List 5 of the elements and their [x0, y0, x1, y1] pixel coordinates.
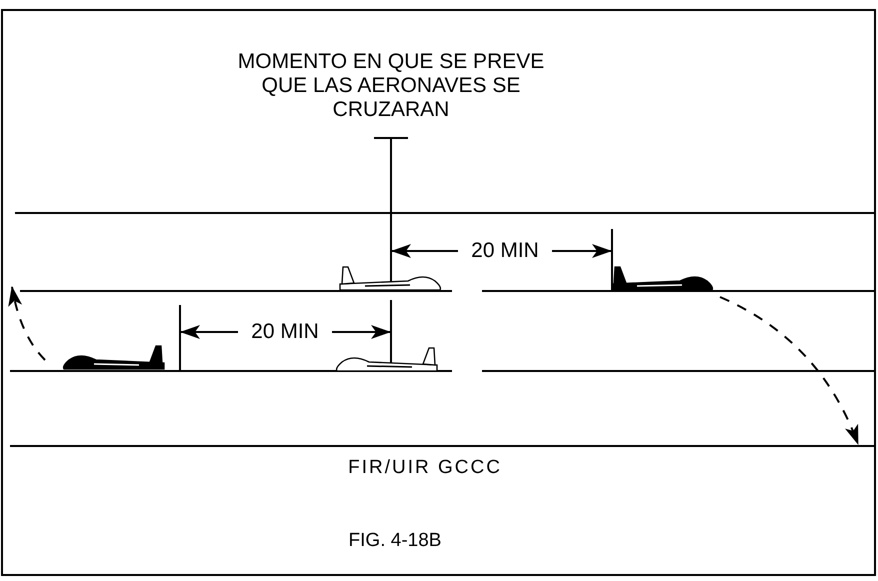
- figure-caption: FIG. 4-18B: [348, 529, 442, 553]
- dimension-label: 20 MIN: [471, 239, 539, 263]
- airspace-label: FIR/UIR GCCC: [348, 456, 502, 480]
- annotation-text: MOMENTO EN QUE SE PREVE QUE LAS AERONAVES SE CRUZARAN: [236, 50, 546, 122]
- dimension-label: 20 MIN: [251, 320, 319, 344]
